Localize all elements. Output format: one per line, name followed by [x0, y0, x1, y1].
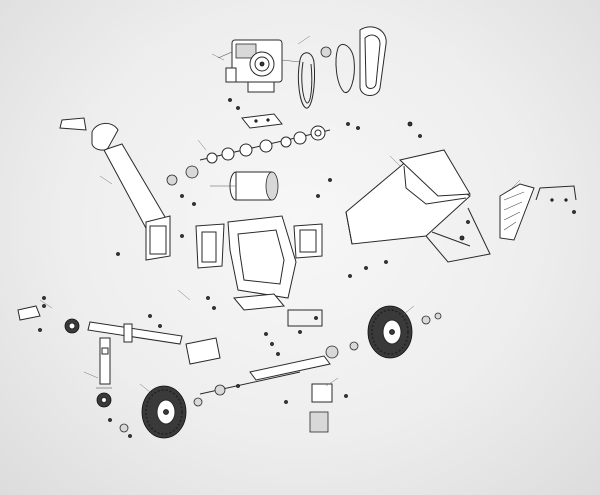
mount-plate-icon: [241, 113, 283, 129]
caster-hub-icon: [17, 305, 80, 334]
handle-icon: [535, 185, 577, 202]
fender-icon: [499, 183, 535, 241]
hopper-icon: [345, 149, 491, 263]
engine-icon: [217, 39, 301, 93]
housing-icon: [195, 215, 323, 311]
axle-icon: [199, 341, 359, 396]
belt-icon: [297, 52, 315, 109]
leader-lines: [39, 35, 521, 393]
wheel-left-icon: [119, 385, 203, 439]
chute-icon: [59, 117, 171, 261]
wheel-right-icon: [367, 305, 442, 359]
hardware-icon: [38, 98, 576, 438]
drum-icon: [210, 171, 279, 201]
guard-icon: [320, 26, 387, 96]
jack-icon: [96, 337, 112, 408]
towbar-icon: [87, 321, 221, 365]
kit-box-icon: [287, 309, 333, 433]
shaft-icon: [166, 125, 331, 186]
